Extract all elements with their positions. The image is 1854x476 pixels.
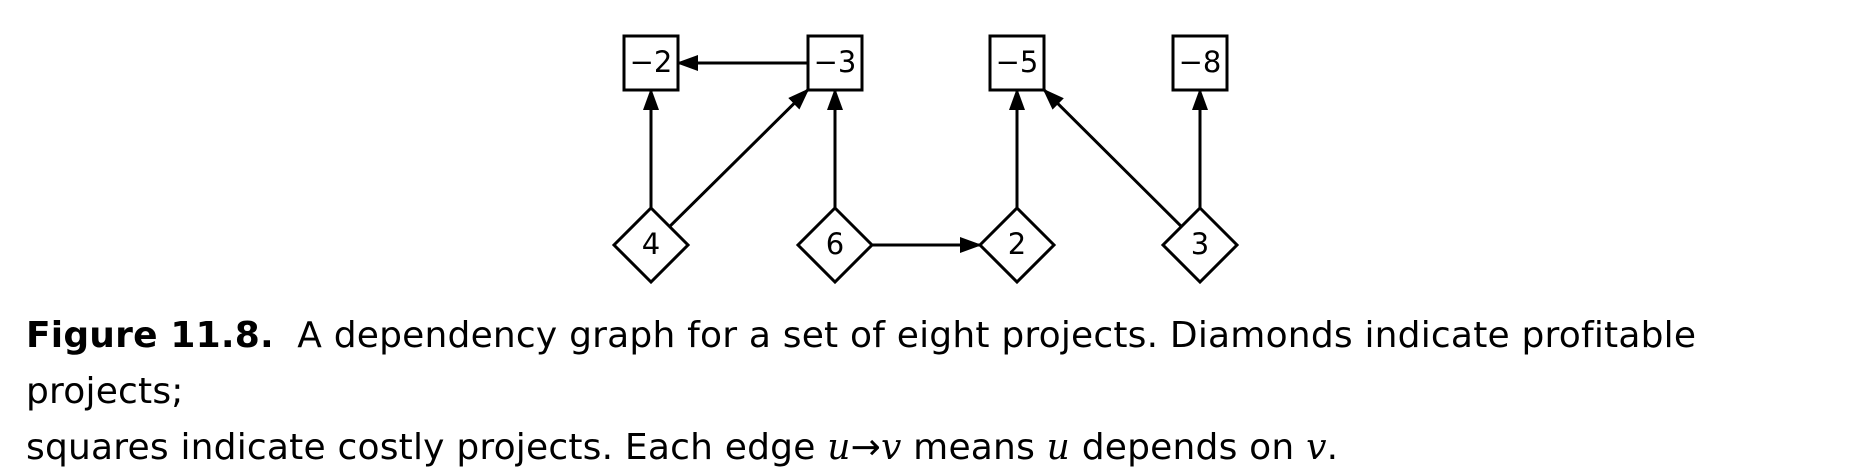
caption-text-2c: depends on: [1070, 427, 1307, 468]
node-label: −2: [630, 45, 673, 79]
profitable-project-node-p4: 3: [1160, 205, 1240, 285]
math-var-u-2: u: [1046, 427, 1071, 468]
square-shape: [1171, 34, 1229, 92]
costly-project-node-c1: −2: [622, 34, 680, 92]
figure-caption: Figure 11.8. A dependency graph for a se…: [26, 308, 1836, 476]
node-label: 2: [1008, 227, 1026, 261]
math-var-u: u: [827, 427, 851, 468]
edges-layer: [643, 55, 1208, 253]
square-shape: [988, 34, 1046, 92]
profitable-project-node-p1: 4: [611, 205, 691, 285]
edge-p4-to-c3: [1042, 88, 1183, 228]
math-var-v: v: [880, 427, 902, 468]
profitable-project-node-p3: 2: [977, 205, 1057, 285]
math-arrow: →: [850, 427, 881, 468]
caption-text-2d: .: [1326, 427, 1339, 468]
edge-p1-to-c2: [668, 88, 810, 228]
dependency-graph: −2 −3 −5 −8 4 6 2 3: [611, 34, 1240, 285]
diamond-shape: [611, 205, 691, 285]
costly-project-node-c3: −5: [988, 34, 1046, 92]
diamond-shape: [977, 205, 1057, 285]
node-label: −5: [996, 45, 1039, 79]
caption-text-2a: squares indicate costly projects. Each e…: [26, 427, 828, 468]
costly-project-node-c2: −3: [806, 34, 864, 92]
square-shape: [806, 34, 864, 92]
profitable-project-node-p2: 6: [795, 205, 875, 285]
node-label: 4: [642, 227, 660, 261]
node-label: 3: [1191, 227, 1209, 261]
caption-text-1: A dependency graph for a set of eight pr…: [26, 315, 1697, 412]
caption-text-2b: means: [901, 427, 1047, 468]
caption-line-2: squares indicate costly projects. Each e…: [26, 420, 1836, 476]
node-label: −3: [814, 45, 857, 79]
diamond-shape: [795, 205, 875, 285]
costly-project-node-c4: −8: [1171, 34, 1229, 92]
diamond-shape: [1160, 205, 1240, 285]
caption-line-1: Figure 11.8. A dependency graph for a se…: [26, 308, 1836, 420]
square-shape: [622, 34, 680, 92]
figure-number: Figure 11.8.: [26, 315, 274, 356]
node-label: 6: [826, 227, 844, 261]
node-label: −8: [1179, 45, 1222, 79]
nodes-layer: −2 −3 −5 −8 4 6 2 3: [611, 34, 1240, 285]
math-var-v-2: v: [1306, 427, 1327, 468]
